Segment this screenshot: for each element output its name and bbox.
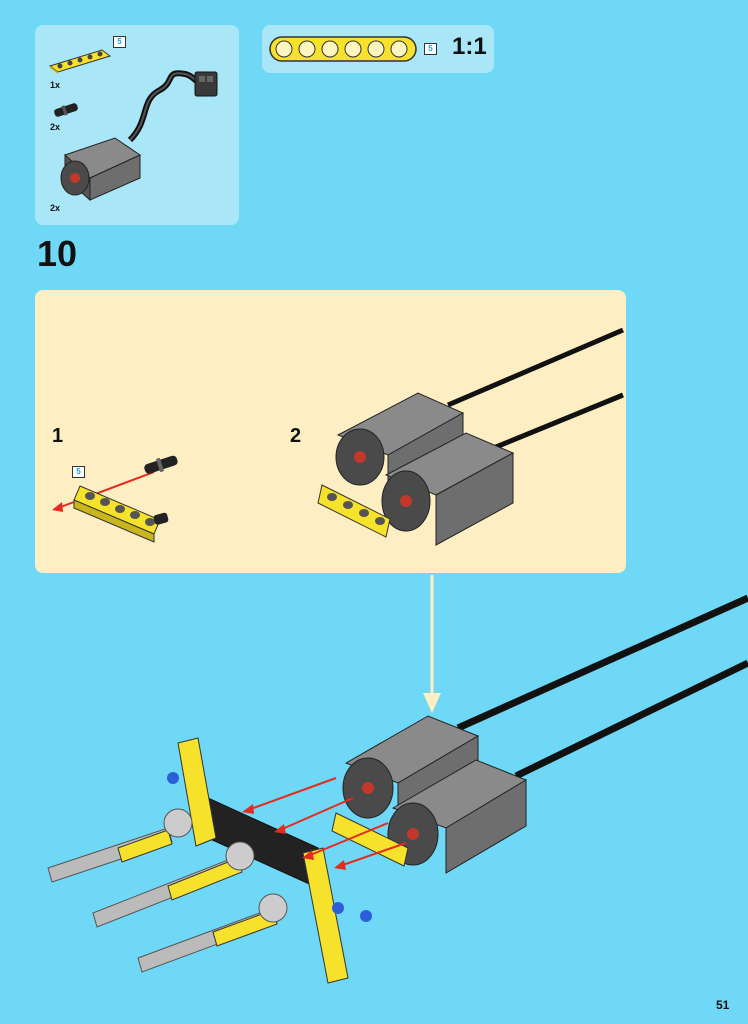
yellow-beam-icon xyxy=(317,484,391,538)
substep-number: 2 xyxy=(290,425,302,447)
motor-icon xyxy=(342,715,480,827)
page-number: 51 xyxy=(716,998,730,1012)
power-functions-motor-icon xyxy=(60,70,218,202)
red-arrow-icon xyxy=(52,502,63,512)
part-quantity: 2x xyxy=(50,203,61,213)
main-assembly xyxy=(47,594,748,984)
red-arrow-icon xyxy=(302,822,389,860)
connector-pin-icon xyxy=(144,455,178,474)
part-length-badge: 5 xyxy=(113,36,126,48)
yellow-beam-icon xyxy=(73,485,161,543)
substep-2-motors-assembly xyxy=(317,327,624,546)
red-arrow-icon xyxy=(274,797,354,834)
scale-label: 1:1 xyxy=(452,33,487,60)
motor-icon xyxy=(381,432,515,546)
ruler-length-badge: 5 xyxy=(424,43,437,55)
axle-icon xyxy=(47,827,173,883)
callout-arrow xyxy=(423,575,441,713)
beam-length-badge: 5 xyxy=(72,466,85,478)
black-connector-pin-icon xyxy=(54,103,78,117)
red-arrow-icon xyxy=(242,777,337,814)
substep-number: 1 xyxy=(52,425,64,447)
beam-length-ruler-icon xyxy=(269,36,417,62)
yellow-beam-5-icon xyxy=(48,49,112,74)
step-number: 10 xyxy=(37,233,78,274)
part-quantity: 1x xyxy=(50,80,61,90)
part-quantity: 2x xyxy=(50,122,61,132)
red-arrow-icon xyxy=(334,842,407,870)
axle-icon xyxy=(137,907,278,973)
substep-1-assembly xyxy=(52,455,178,543)
axle-icon xyxy=(92,855,243,928)
